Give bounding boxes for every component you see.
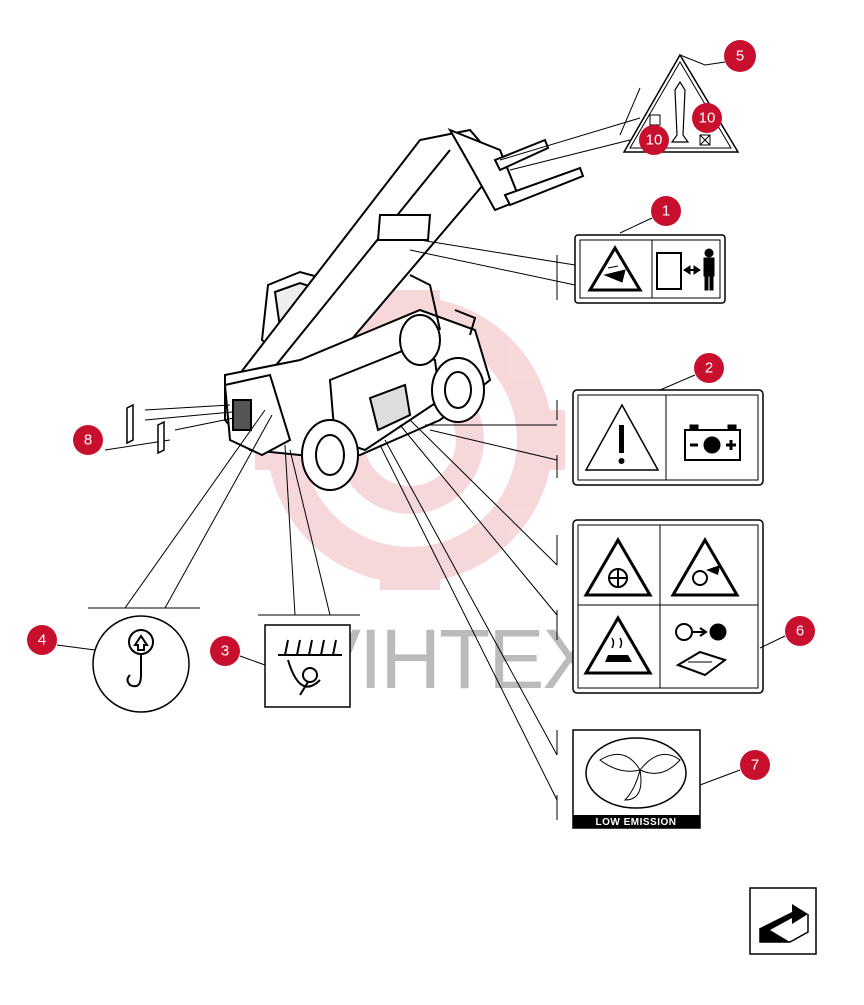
callout-5[interactable]: 5 bbox=[724, 40, 756, 72]
svg-text:8: 8 bbox=[84, 432, 92, 449]
crush-hazard-icon bbox=[587, 245, 643, 292]
callout-3[interactable]: 3 bbox=[210, 636, 240, 666]
warning-triangle-icon bbox=[584, 403, 660, 471]
belt-hazard-icon bbox=[670, 537, 740, 597]
svg-text:7: 7 bbox=[751, 757, 759, 774]
svg-text:10: 10 bbox=[646, 132, 663, 149]
decal-7-low-emission: LOW EMISSION bbox=[572, 729, 701, 829]
callout-1[interactable]: 1 bbox=[651, 196, 681, 226]
battery-icon bbox=[684, 424, 741, 461]
callout-6[interactable]: 6 bbox=[785, 616, 815, 646]
decal-2-battery-warning bbox=[572, 389, 764, 486]
decal-4-hook bbox=[92, 615, 190, 713]
keep-distance-icon bbox=[656, 248, 715, 291]
tie-down-icon bbox=[278, 639, 342, 696]
hot-surface-icon bbox=[583, 615, 653, 675]
next-page-icon[interactable] bbox=[749, 887, 817, 955]
svg-text:6: 6 bbox=[796, 623, 804, 640]
watermark-text: VIHTEX bbox=[305, 612, 597, 706]
svg-text:10: 10 bbox=[699, 110, 716, 127]
callout-8[interactable]: 8 bbox=[73, 425, 103, 455]
hook-icon bbox=[126, 629, 154, 688]
low-emission-text: LOW EMISSION bbox=[596, 817, 677, 828]
key-manual-icon bbox=[675, 623, 728, 677]
svg-text:1: 1 bbox=[662, 203, 670, 220]
svg-text:2: 2 bbox=[705, 360, 713, 377]
lift-point-icon bbox=[670, 80, 690, 143]
callout-7[interactable]: 7 bbox=[740, 750, 770, 780]
decal-1-crush-warning bbox=[574, 234, 726, 304]
callout-10a[interactable]: 10 bbox=[692, 103, 722, 133]
callout-connectors bbox=[56, 54, 786, 786]
decal-6-hazard-panels bbox=[572, 519, 764, 694]
callout-4[interactable]: 4 bbox=[27, 625, 57, 655]
fan-hazard-icon bbox=[583, 537, 653, 597]
low-emission-logo bbox=[585, 737, 687, 809]
svg-text:5: 5 bbox=[736, 48, 744, 65]
leader-lines bbox=[88, 87, 641, 820]
svg-text:3: 3 bbox=[221, 643, 229, 660]
decal-8-plates bbox=[126, 403, 165, 455]
callouts: 5 10 10 1 2 8 6 4 bbox=[27, 40, 815, 780]
callout-2[interactable]: 2 bbox=[694, 353, 724, 383]
decal-3-tie-down bbox=[264, 624, 351, 708]
callout-10b[interactable]: 10 bbox=[639, 125, 669, 155]
telehandler-illustration bbox=[223, 128, 585, 491]
svg-text:4: 4 bbox=[38, 632, 46, 649]
